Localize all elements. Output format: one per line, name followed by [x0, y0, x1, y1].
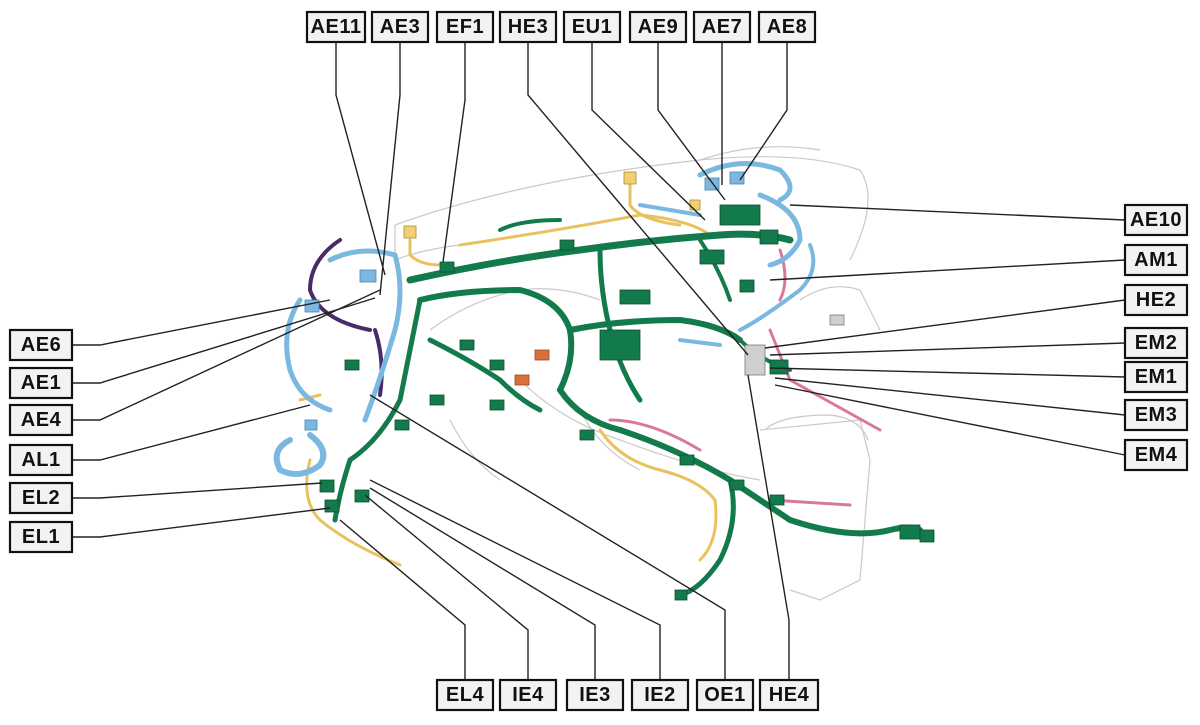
- svg-text:EL2: EL2: [22, 487, 60, 509]
- svg-text:AE1: AE1: [21, 372, 61, 394]
- label-EL2: EL2: [8, 481, 74, 515]
- label-AE7: AE7: [692, 10, 752, 44]
- label-AE9: AE9: [628, 10, 688, 44]
- label-EL4: EL4: [435, 678, 495, 712]
- label-AE1: AE1: [8, 366, 74, 400]
- label-EM2: EM2: [1123, 326, 1189, 360]
- label-EM4: EM4: [1123, 438, 1189, 472]
- svg-text:EM2: EM2: [1135, 332, 1178, 354]
- svg-text:AE11: AE11: [311, 16, 362, 38]
- svg-text:AE4: AE4: [21, 409, 62, 431]
- label-IE2: IE2: [630, 678, 690, 712]
- svg-text:AL1: AL1: [21, 449, 60, 471]
- svg-text:EU1: EU1: [572, 16, 612, 38]
- label-AE6: AE6: [8, 328, 74, 362]
- svg-text:IE3: IE3: [579, 684, 611, 706]
- svg-text:EM3: EM3: [1135, 404, 1178, 426]
- label-OE1: OE1: [695, 678, 755, 712]
- svg-text:EL1: EL1: [22, 526, 60, 548]
- label-AE10: AE10: [1123, 203, 1189, 237]
- svg-text:AE7: AE7: [702, 16, 742, 38]
- harness-violet: [307, 238, 384, 397]
- label-AE8: AE8: [757, 10, 817, 44]
- label-AE4: AE4: [8, 403, 74, 437]
- label-HE2: HE2: [1123, 283, 1189, 317]
- bottom-labels: EL4 IE4 IE3 IE2 OE1 HE4: [435, 678, 820, 712]
- label-IE4: IE4: [498, 678, 558, 712]
- label-AM1: AM1: [1123, 243, 1189, 277]
- svg-text:AM1: AM1: [1134, 249, 1178, 271]
- top-labels: AE11 AE3 EF1 HE3 EU1 AE9 AE7 AE8: [305, 10, 817, 44]
- svg-text:EM4: EM4: [1135, 444, 1178, 466]
- right-labels: AE10 AM1 HE2 EM2 EM1 EM3 EM4: [1123, 203, 1189, 472]
- svg-text:HE2: HE2: [1136, 289, 1176, 311]
- label-EM3: EM3: [1123, 398, 1189, 432]
- label-HE3: HE3: [498, 10, 558, 44]
- svg-text:AE8: AE8: [767, 16, 807, 38]
- svg-text:EL4: EL4: [446, 684, 485, 706]
- svg-text:AE3: AE3: [380, 16, 420, 38]
- connectors: [304, 171, 935, 601]
- svg-text:EM1: EM1: [1135, 366, 1178, 388]
- label-AL1: AL1: [8, 443, 74, 477]
- label-AE3: AE3: [370, 10, 430, 44]
- label-EM1: EM1: [1123, 360, 1189, 394]
- svg-text:HE3: HE3: [508, 16, 548, 38]
- label-AE11: AE11: [305, 10, 367, 44]
- svg-text:AE10: AE10: [1130, 209, 1182, 231]
- harness-green-main: [332, 218, 923, 598]
- svg-text:OE1: OE1: [704, 684, 746, 706]
- leader-lines: [72, 42, 1126, 680]
- label-IE3: IE3: [565, 678, 625, 712]
- label-HE4: HE4: [758, 678, 820, 712]
- svg-text:EF1: EF1: [446, 16, 484, 38]
- label-EL1: EL1: [8, 520, 74, 554]
- vehicle-body-outline: [394, 146, 881, 601]
- left-labels: AE6 AE1 AE4 AL1 EL2 EL1: [8, 328, 74, 554]
- svg-text:AE9: AE9: [638, 16, 678, 38]
- harness-yellow: [298, 178, 718, 567]
- svg-text:IE2: IE2: [644, 684, 676, 706]
- svg-text:AE6: AE6: [21, 334, 61, 356]
- svg-text:HE4: HE4: [769, 684, 810, 706]
- svg-text:IE4: IE4: [512, 684, 544, 706]
- label-EU1: EU1: [562, 10, 622, 44]
- label-EF1: EF1: [435, 10, 495, 44]
